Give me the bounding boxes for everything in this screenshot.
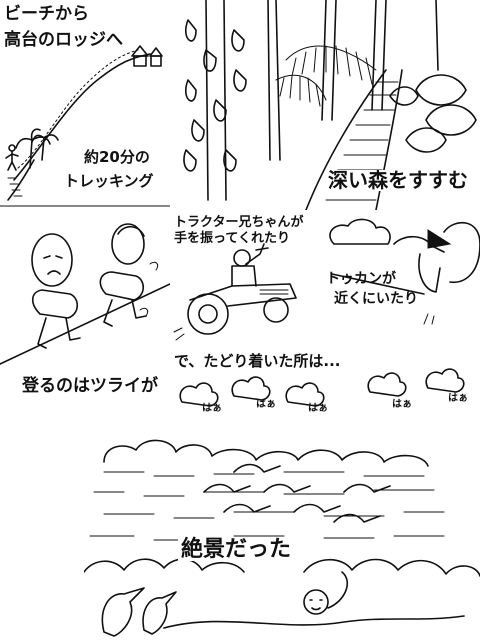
panel6-caption: で、たどり着いた所は...	[174, 352, 341, 370]
panel5-line2: 近くにいたり	[334, 291, 418, 307]
panel2-caption: 深い森をすすむ	[326, 168, 470, 192]
breath-4: はぁ	[392, 399, 412, 410]
panel-deep-forest: 深い森をすすむ	[176, 0, 480, 210]
panel5-line1: トゥカンが	[326, 271, 396, 287]
climbers-drawing	[0, 223, 170, 365]
panel1-line1: ビーチから	[4, 4, 89, 24]
breath-3: はぁ	[308, 403, 328, 414]
breath-5: はぁ	[448, 393, 468, 404]
breath-puffs	[179, 368, 465, 407]
panel1-line3: 約20分の	[84, 148, 150, 166]
toucan-drawing	[329, 218, 480, 325]
panel-arrived: で、たどり着いた所は... はぁ はぁ はぁ はぁ はぁ	[172, 352, 480, 428]
tractor-drawing	[173, 243, 297, 341]
panel1-line4: トレッキング	[64, 172, 154, 190]
panel-climbing: 登るのはツライが	[0, 214, 170, 428]
panel4-line2: 手を振ってくれたり	[174, 231, 290, 246]
breath-1: はぁ	[202, 403, 222, 414]
panel-beach-to-lodge: ビーチから 高台のロッジへ 約20分の トレッキング	[0, 0, 170, 210]
panel7-caption: 絶景だった	[178, 538, 295, 561]
panel1-line2: 高台のロッジへ	[4, 30, 123, 50]
hill-path-drawing	[0, 45, 170, 207]
scenic-view-drawing	[84, 439, 480, 637]
panel-scenic-view: 絶景だった	[84, 432, 480, 640]
panel-toucan: トゥカンが 近くにいたり	[324, 214, 480, 350]
panel4-line1: トラクター兄ちゃんが	[174, 215, 304, 230]
panel3-caption: 登るのはツライが	[22, 376, 158, 396]
panel-tractor: トラクター兄ちゃんが 手を振ってくれたり	[172, 214, 322, 344]
breath-2: はぁ	[256, 399, 276, 410]
